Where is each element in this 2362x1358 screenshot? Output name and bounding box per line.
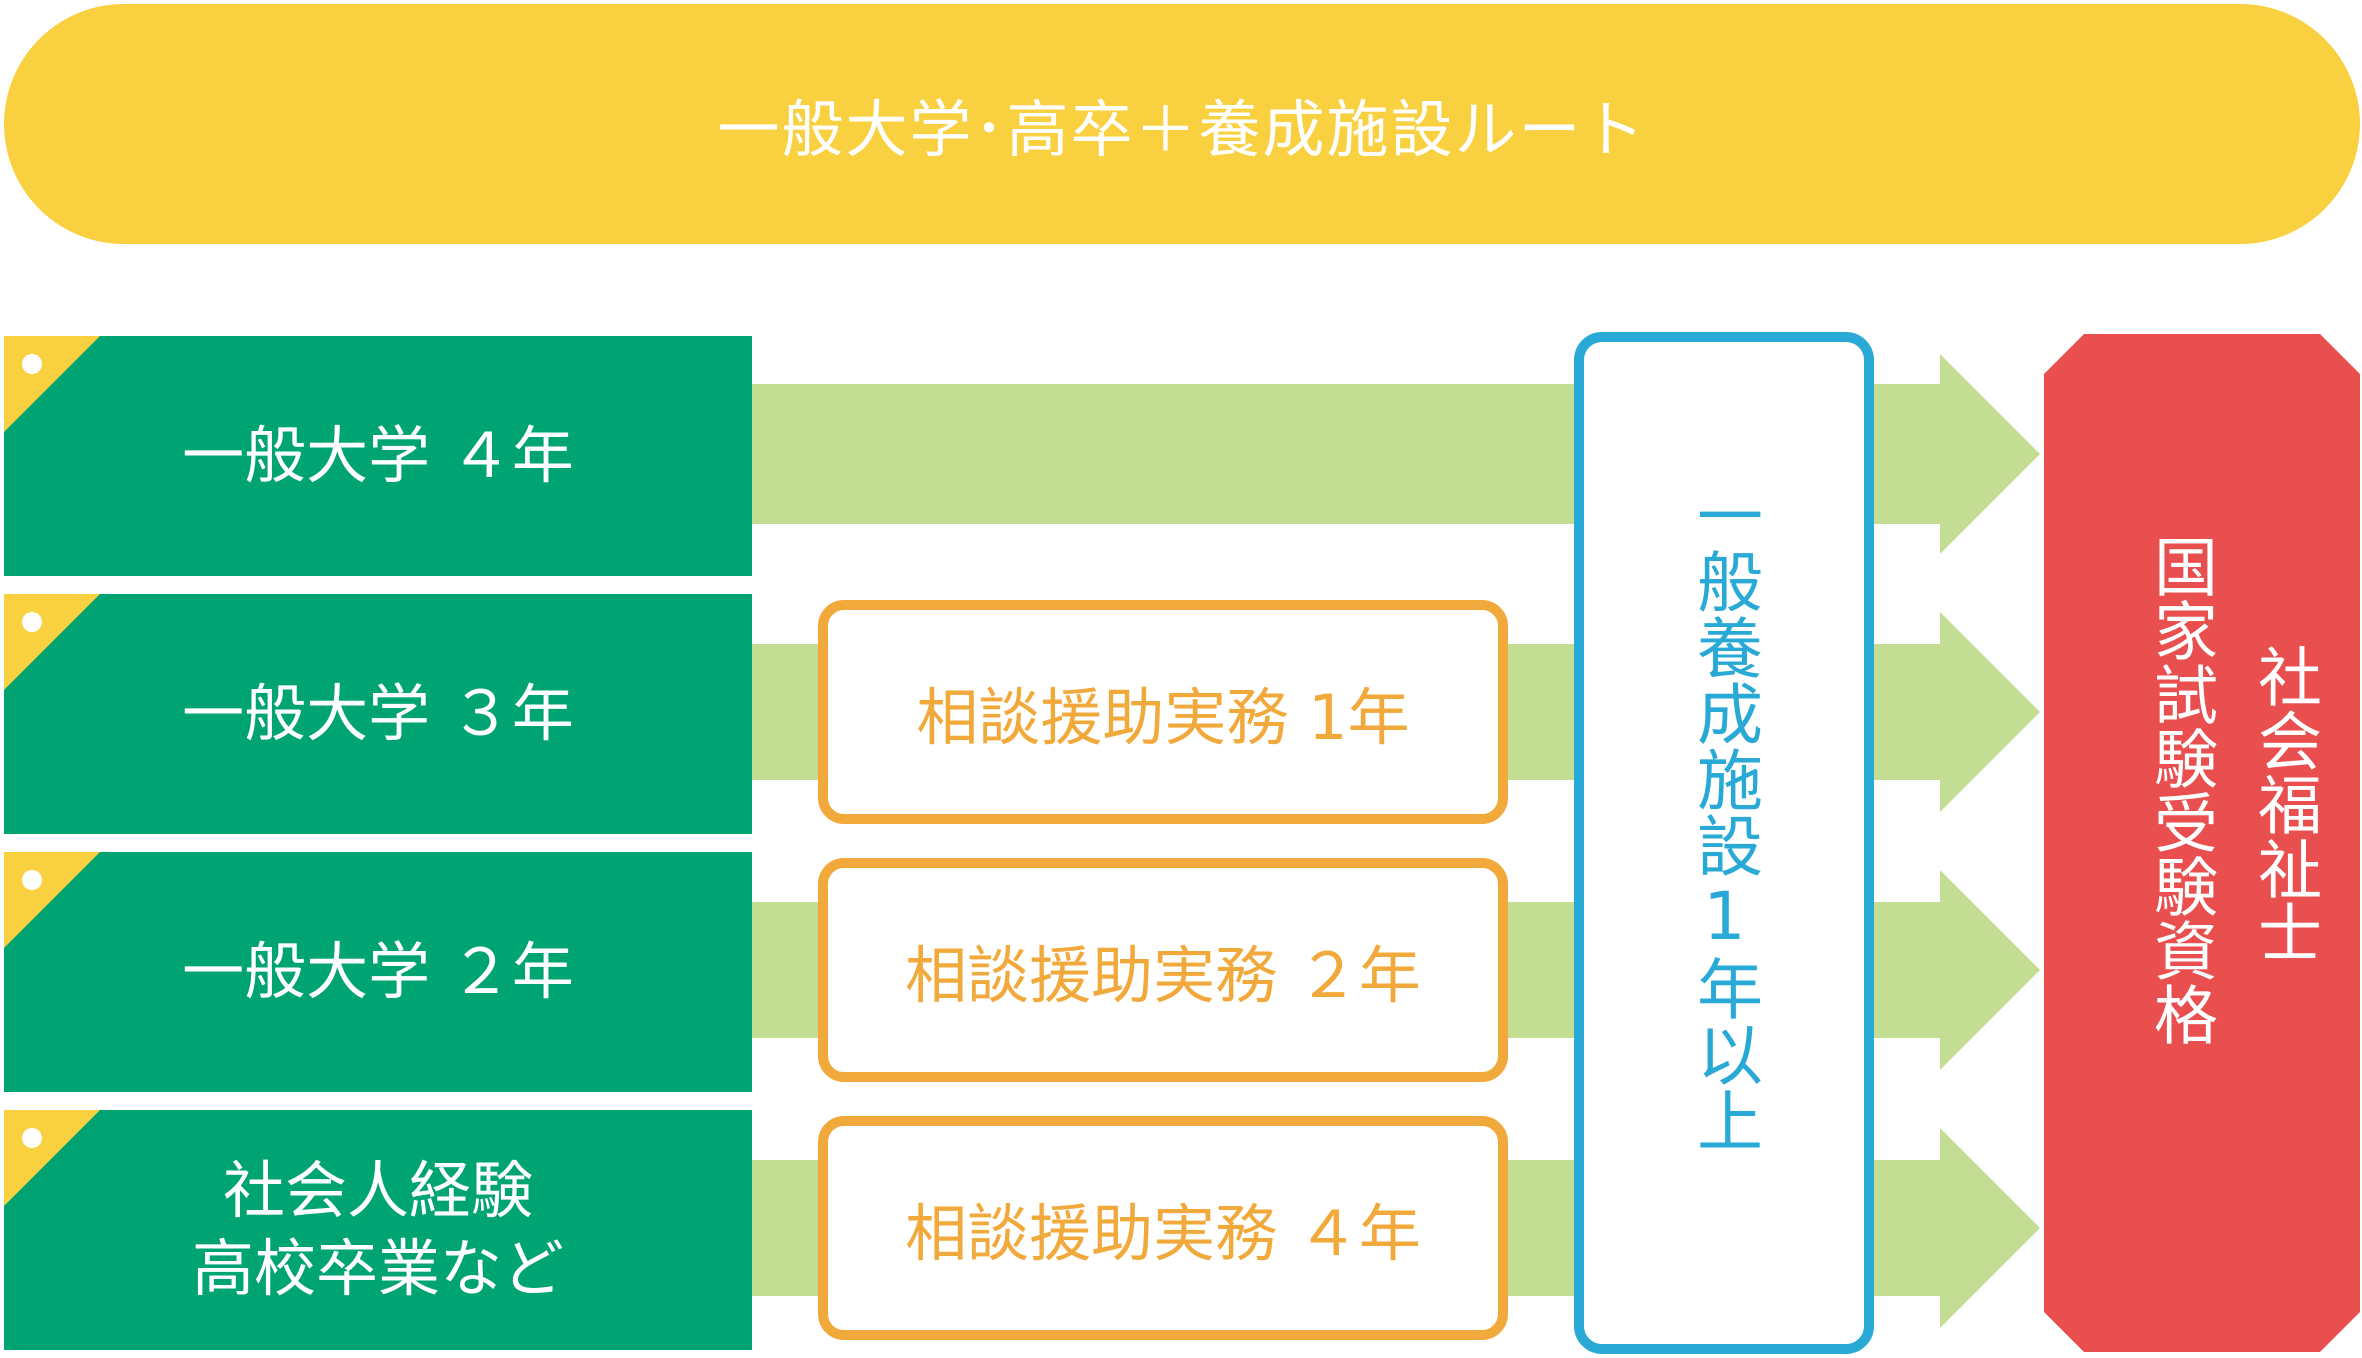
stage-corner-tab [4,594,100,690]
practice-label: 相談援助実務 1年 [916,681,1410,754]
stage-university-2yr: 一般大学 ２年 [4,852,752,1092]
route-title-banner: 一般大学･高卒＋養成施設ルート [4,4,2360,244]
stage-dot [22,1128,42,1148]
stage-university-3yr: 一般大学 ３年 [4,594,752,834]
stage-label: 一般大学 ４年 [182,419,574,492]
practice-1yr: 相談援助実務 1年 [818,600,1508,824]
stage-corner-tab [4,1110,100,1206]
stage-corner-tab [4,852,100,948]
stage-university-4yr: 一般大学 ４年 [4,336,752,576]
result-subtitle: 国家試験受験資格 [2143,534,2217,1046]
stage-dot [22,870,42,890]
facility-label: 一般養成施設1年以上 [1686,482,1763,1153]
stage-dot [22,612,42,632]
result-title: 社会福祉士 [2247,644,2321,964]
training-facility-box: 一般養成施設1年以上 [1574,332,1874,1354]
practice-4yr: 相談援助実務 ４年 [818,1116,1508,1340]
practice-label: 相談援助実務 ２年 [905,939,1421,1012]
practice-label: 相談援助実務 ４年 [905,1197,1421,1270]
stage-label: 一般大学 ２年 [182,935,574,1008]
stage-dot [22,354,42,374]
route-title: 一般大学･高卒＋養成施設ルート [717,93,1647,166]
practice-2yr: 相談援助実務 ２年 [818,858,1508,1082]
stage-label: 一般大学 ３年 [182,677,574,750]
stage-corner-tab [4,336,100,432]
qualification-box: 社会福祉士 国家試験受験資格 [2044,334,2360,1352]
stage-label: 社会人経験 高校卒業など [191,1154,564,1305]
stage-work-experience: 社会人経験 高校卒業など [4,1110,752,1350]
